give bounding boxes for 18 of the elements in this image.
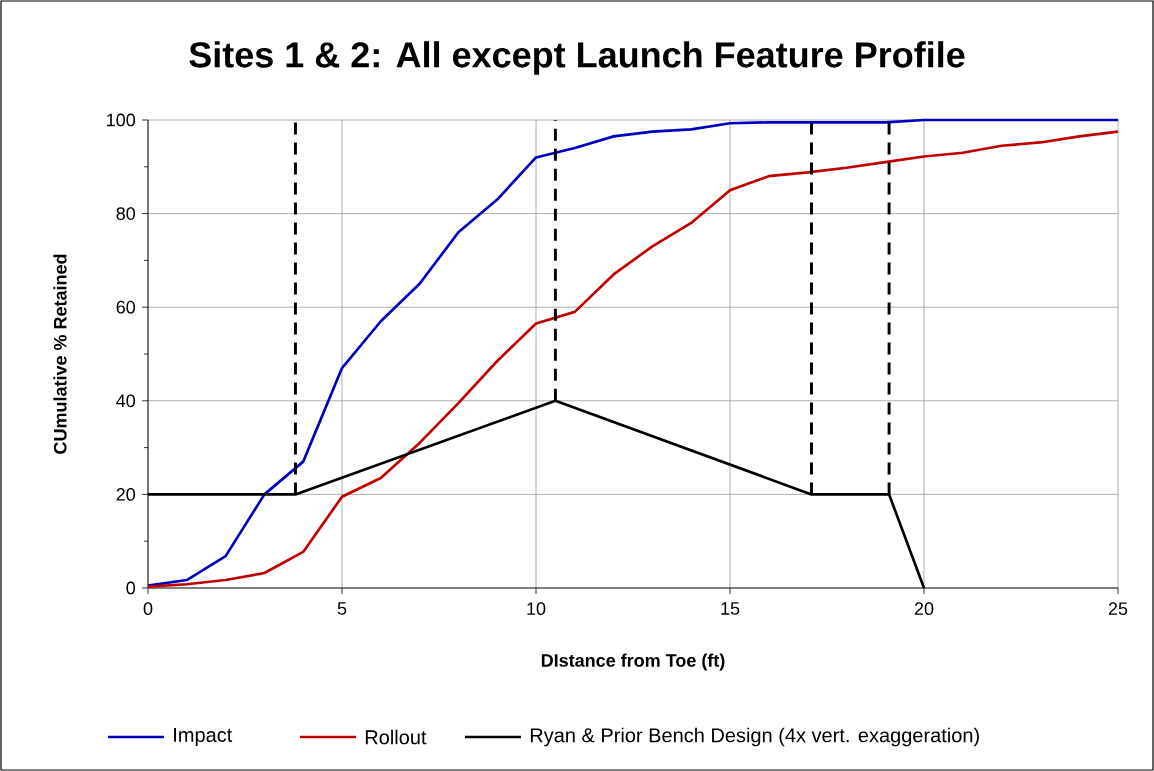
legend-label: Ryan & Prior Bench Design (4x vert. exaggeration) xyxy=(530,727,979,747)
tick-label: 5 xyxy=(337,602,347,615)
tick-label: 25 xyxy=(1108,602,1128,615)
tick-label: 20 xyxy=(914,602,934,615)
tick-label: 10 xyxy=(527,602,546,615)
chart-title: Sites 1 & 2: All except Launch Feature Profile xyxy=(189,41,965,75)
axis-title: DIstance from Toe (ft) xyxy=(541,653,725,671)
legend-label: Impact xyxy=(174,728,233,746)
tick-label: 100 xyxy=(107,113,136,127)
tick-label: 0 xyxy=(126,581,136,595)
tick-label: 0 xyxy=(143,602,153,615)
tick-label: 20 xyxy=(116,488,136,501)
axis-title: CUmulative % Retained xyxy=(53,254,67,454)
tick-label: 15 xyxy=(721,602,740,615)
tick-label: 60 xyxy=(116,300,136,314)
legend-label: Rollout xyxy=(365,729,427,745)
tick-label: 40 xyxy=(116,394,136,408)
tick-label: 80 xyxy=(116,207,136,220)
